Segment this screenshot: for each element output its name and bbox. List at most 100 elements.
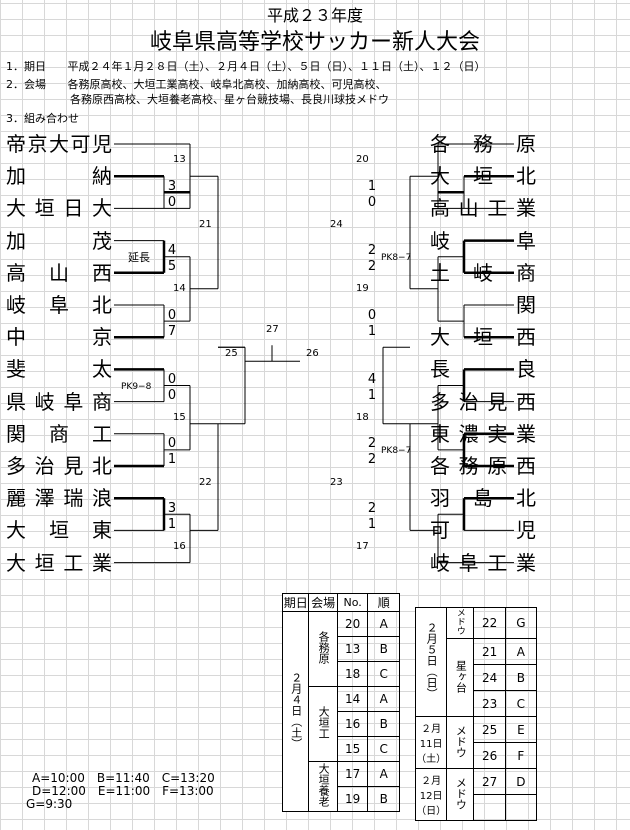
match-number: 21 [199, 219, 212, 230]
score: 2 [367, 243, 377, 258]
score: 1 [367, 324, 377, 339]
match-number: 24 [330, 219, 343, 230]
venues-row: 2．会場 各務原高校、大垣工業高校、岐阜北高校、加納高校、可児高校、 [6, 76, 387, 92]
date-cell: ２月11日（土） [414, 716, 448, 769]
match-number: 22 [199, 477, 212, 488]
match-no: 24 [473, 664, 506, 691]
match-number: 27 [266, 324, 279, 335]
score: 0 [367, 308, 377, 323]
header-venue: 会場 [308, 593, 338, 612]
score: 7 [167, 324, 177, 339]
match-no: 17 [336, 761, 369, 787]
match-no: 15 [336, 736, 369, 762]
score: 3 [167, 179, 177, 194]
score: 1 [367, 179, 377, 194]
score: 2 [367, 452, 377, 467]
venue-cell: 大垣養老 [317, 763, 331, 807]
dates-row: 1．期日 平成２４年１月２８日（土）、２月４日（土）、５日（日）、１１日（土）、… [6, 58, 486, 74]
match-no [473, 794, 506, 821]
slot: G [504, 607, 538, 639]
match-number: 14 [173, 283, 186, 294]
slot: B [367, 711, 400, 737]
header-no: No. [336, 593, 369, 612]
score: 1 [367, 388, 377, 403]
score: 0 [167, 372, 177, 387]
team-name: 県岐阜商 [6, 389, 112, 414]
slot: D [504, 768, 538, 795]
team-name: 大垣日大 [6, 196, 112, 221]
penalty-note: PK8−7 [381, 446, 412, 456]
time-line: D=12:00 E=11:00 F=13:00 [32, 784, 214, 798]
slot [504, 794, 538, 821]
match-no: 14 [336, 686, 369, 712]
team-name: 斐太 [6, 357, 112, 382]
match-number: 20 [356, 154, 369, 165]
match-number: 13 [173, 154, 186, 165]
penalty-note: PK8−7 [381, 253, 412, 263]
score: 0 [167, 436, 177, 451]
team-name: 大垣工業 [6, 550, 112, 575]
page-title: 岐阜県高等学校サッカー新人大会 [149, 30, 480, 55]
match-number: 16 [173, 541, 186, 552]
year-heading: 平成２３年度 [266, 6, 363, 25]
match-no: 13 [336, 636, 369, 662]
score: 0 [167, 195, 177, 210]
match-number: 19 [356, 283, 369, 294]
slot: F [504, 742, 538, 769]
team-name: 多治見北 [6, 454, 112, 478]
match-no: 23 [473, 690, 506, 717]
score: 0 [167, 388, 177, 403]
date-cell: ２月４日（土） [289, 671, 303, 749]
match-number: 25 [225, 348, 238, 359]
team-name: 加納 [6, 164, 112, 189]
match-no: 21 [473, 638, 506, 665]
header-date: 期日 [281, 593, 310, 612]
score: 1 [167, 517, 177, 532]
venue-cell: メドウ [454, 608, 465, 635]
score: 1 [367, 517, 377, 532]
match-no: 22 [473, 607, 506, 639]
slot: C [367, 736, 400, 762]
venues-text-1: 各務原高校、大垣工業高校、岐阜北高校、加納高校、可児高校、 [67, 78, 387, 91]
match-no: 16 [336, 711, 369, 737]
slot: E [504, 716, 538, 743]
match-number: 23 [330, 477, 343, 488]
score: 0 [167, 308, 177, 323]
venue-cell: 各務原 [317, 631, 331, 664]
slot: C [504, 690, 538, 717]
team-name: 岐阜北 [6, 293, 112, 317]
team-name: 麗澤瑞浪 [6, 486, 112, 511]
score: 2 [367, 259, 377, 274]
team-name: 関商工 [6, 421, 112, 446]
team-name: 大垣東 [6, 518, 112, 543]
slot: B [504, 664, 538, 691]
header-order: 順 [367, 593, 400, 612]
match-number: 17 [356, 541, 369, 552]
team-name: 中京 [6, 325, 112, 350]
match-no: 27 [473, 768, 506, 795]
match-no: 20 [336, 611, 369, 637]
team-name: 高山西 [6, 260, 112, 285]
time-line: A=10:00 B=11:40 C=13:20 [32, 771, 215, 785]
time-line: G=9:30 [26, 797, 73, 811]
slot: A [367, 611, 400, 637]
pairing-label: 3．組み合わせ [6, 112, 79, 125]
venue-cell: メドウ [454, 724, 468, 758]
venue-cell: メドウ [454, 776, 468, 810]
score: 0 [367, 195, 377, 210]
match-no: 25 [473, 716, 506, 743]
match-number: 18 [356, 412, 369, 423]
score: 1 [167, 452, 177, 467]
match-number: 26 [306, 348, 319, 359]
dates-label: 1．期日 [6, 60, 46, 73]
team-name: 帝京大可児 [6, 132, 112, 156]
score: 2 [367, 501, 377, 516]
slot: A [504, 638, 538, 665]
slot: B [367, 636, 400, 662]
match-no: 26 [473, 742, 506, 769]
venue-cell: 星ヶ台 [454, 659, 468, 693]
slot: C [367, 661, 400, 687]
time-legend: A=10:00 B=11:40 C=13:20 D=12:00 E=11:00 … [26, 771, 215, 811]
team-name: 加茂 [6, 228, 112, 253]
